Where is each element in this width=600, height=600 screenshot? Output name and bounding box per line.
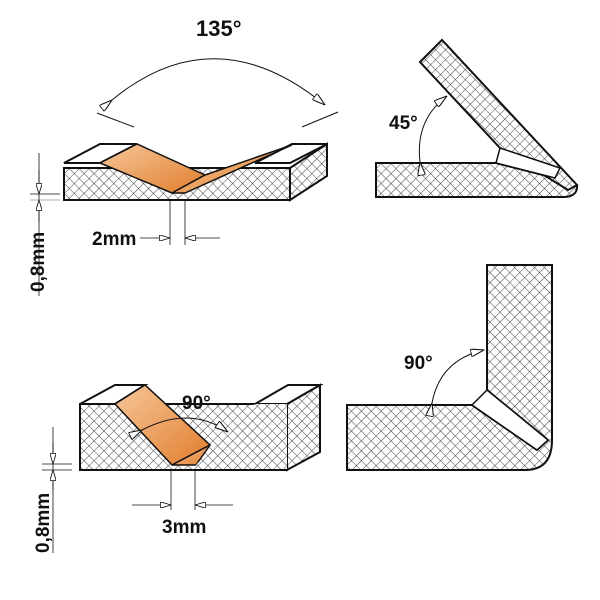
panel-90-fold: 90° bbox=[346, 264, 553, 471]
width-label-2mm: 2mm bbox=[92, 229, 136, 250]
panel-135-groove: 135° 2mm 0,8mm bbox=[28, 16, 339, 296]
angle-label-90-fold: 90° bbox=[404, 353, 433, 374]
panel-90-groove: 90° 3mm 0,8mm bbox=[33, 383, 324, 553]
angle-label-90-groove: 90° bbox=[182, 393, 211, 414]
panel-45-fold: 45° bbox=[375, 38, 579, 198]
width-label-3mm: 3mm bbox=[162, 517, 206, 538]
angle-label-45: 45° bbox=[389, 113, 418, 134]
depth-label-0-8mm-bottom: 0,8mm bbox=[33, 493, 54, 553]
depth-label-0-8mm: 0,8mm bbox=[28, 232, 49, 292]
angle-label-135: 135° bbox=[196, 16, 242, 41]
